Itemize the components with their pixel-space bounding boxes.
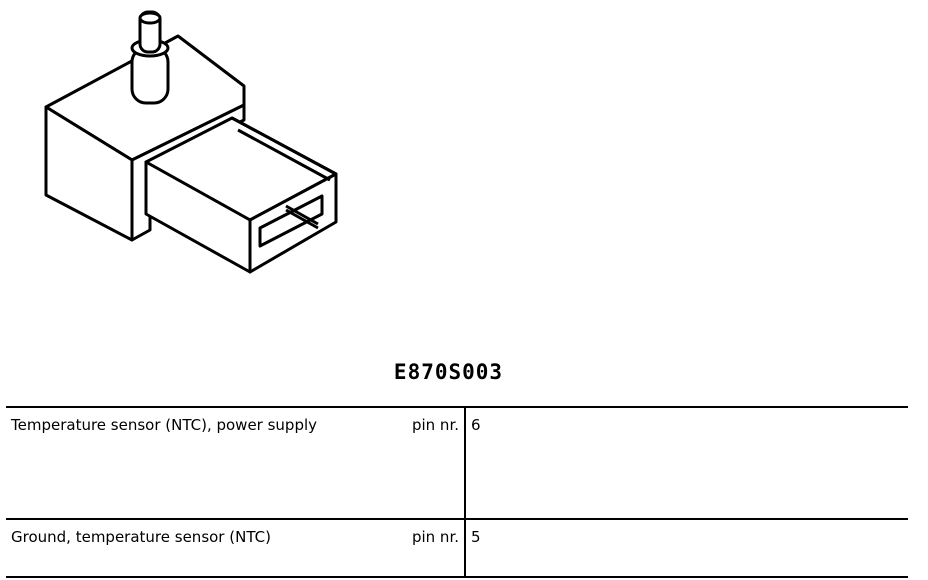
table-row: Temperature sensor (NTC), power supply p… — [6, 406, 908, 519]
pin-label: pin nr. — [366, 406, 465, 519]
pin-label: pin nr. — [366, 518, 465, 578]
pin-number: 6 — [464, 406, 908, 519]
pin-description: Ground, temperature sensor (NTC) — [6, 518, 366, 578]
table-row: Ground, temperature sensor (NTC) pin nr.… — [6, 518, 908, 578]
figure-code: E870S003 — [393, 360, 504, 384]
pin-description: Temperature sensor (NTC), power supply — [6, 406, 366, 519]
sensor-connector-illustration — [44, 10, 338, 274]
pin-assignment-table: Temperature sensor (NTC), power supply p… — [6, 406, 908, 578]
pin-number: 5 — [464, 518, 908, 578]
